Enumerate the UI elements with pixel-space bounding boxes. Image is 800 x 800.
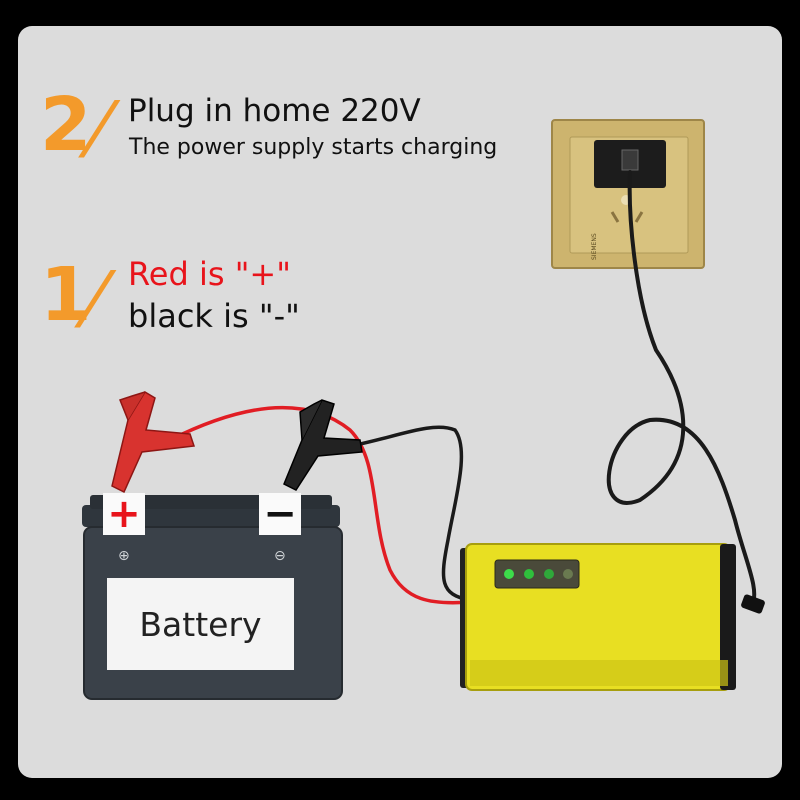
step-1-black-note: black is "-" <box>128 297 300 335</box>
minus-sign-badge: − <box>259 493 301 535</box>
battery-terminal-minus: ⊖ <box>274 548 286 564</box>
step-1-number: 1 <box>40 252 92 338</box>
step-2-heading: Plug in home 220V <box>128 93 421 129</box>
step-2-number: 2 <box>40 82 92 168</box>
battery-terminal-plus: ⊕ <box>118 548 130 564</box>
battery-label: Battery <box>107 578 294 670</box>
charger-unit <box>460 543 736 691</box>
outlet-brand-label: SIEMENS <box>591 233 598 260</box>
black-clamp <box>283 399 363 491</box>
red-cable <box>168 405 472 605</box>
power-cord <box>606 170 757 607</box>
black-cable <box>338 425 472 602</box>
step-2-subtitle: The power supply starts charging <box>129 135 498 160</box>
step-1-red-note: Red is "+" <box>128 255 291 293</box>
red-clamp <box>111 390 196 494</box>
charger-indicator-lights <box>504 569 573 579</box>
plus-sign-badge: + <box>103 493 145 535</box>
